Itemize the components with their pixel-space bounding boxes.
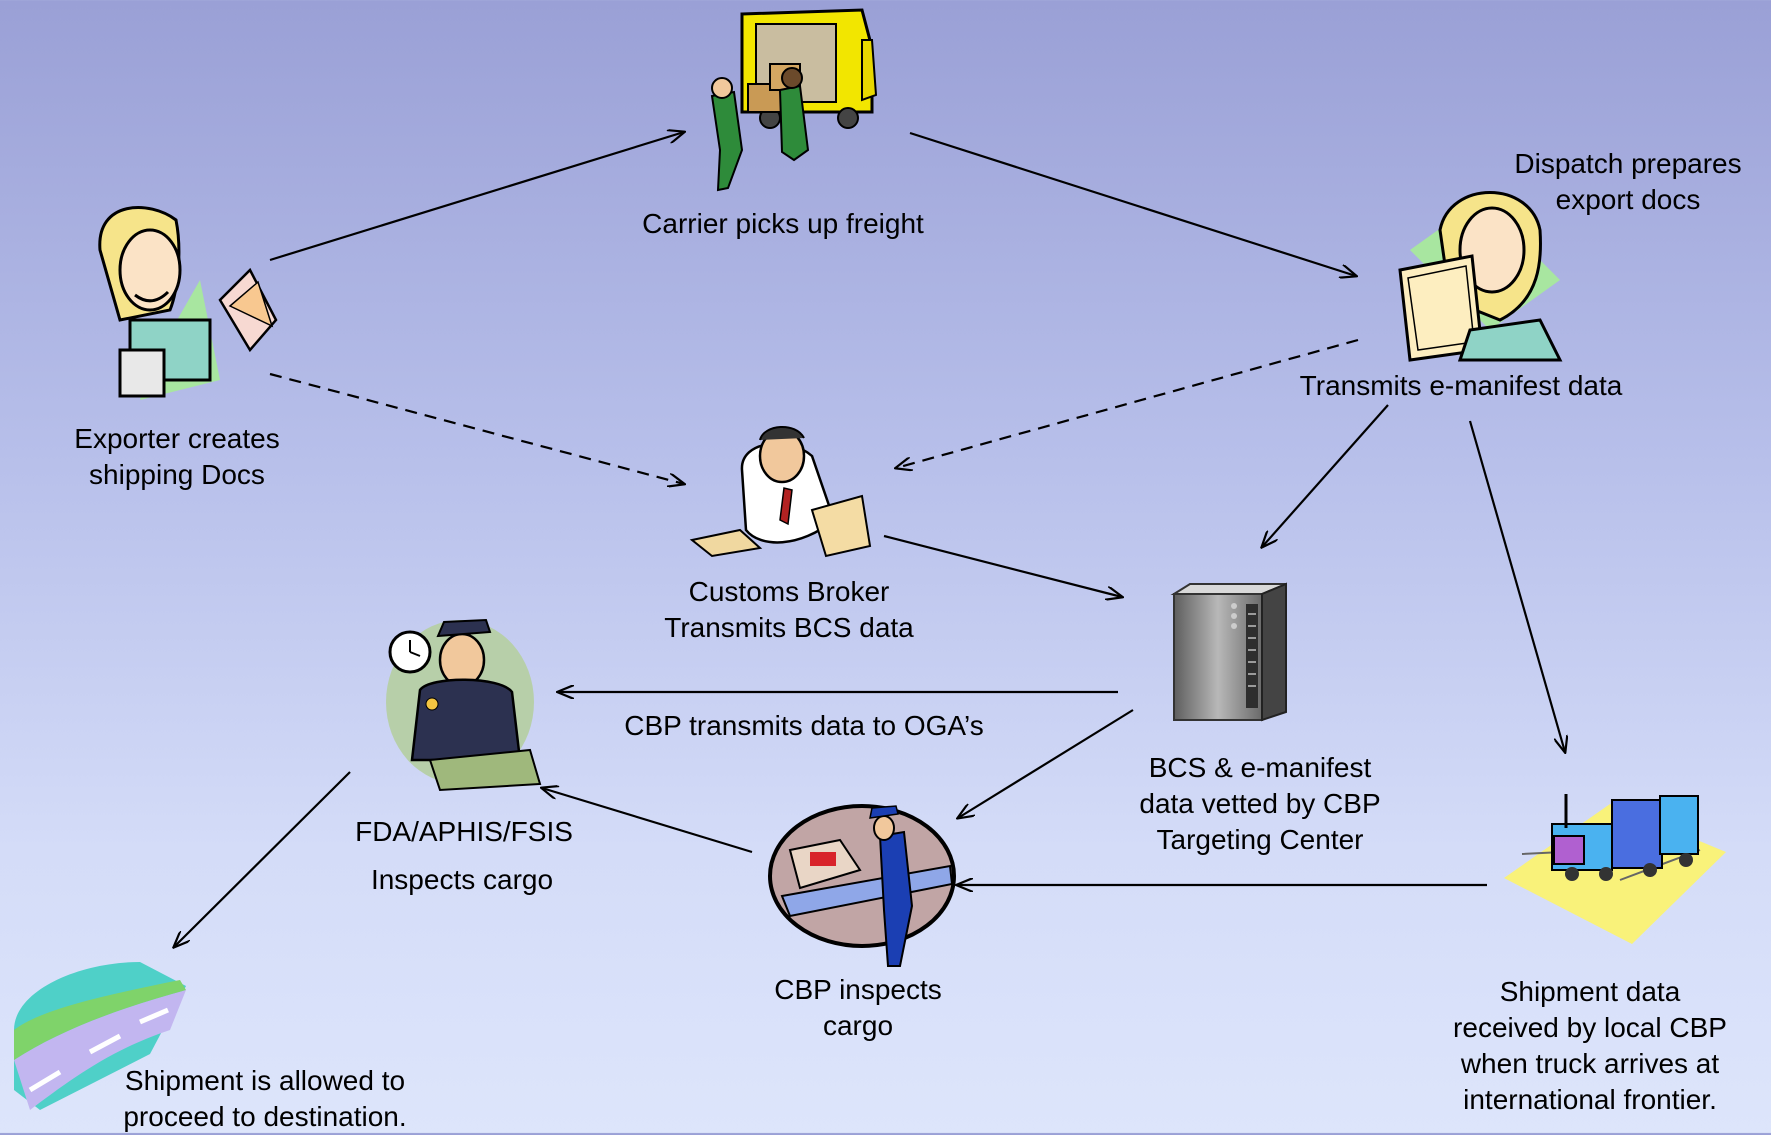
exporter-label-line: shipping Docs bbox=[89, 459, 265, 490]
carrier-label-line: Carrier picks up freight bbox=[642, 208, 924, 239]
cbp-to-oga-edge-label-line: CBP transmits data to OGA’s bbox=[624, 710, 984, 741]
broker-label: Customs Broker Transmits BCS data bbox=[664, 574, 913, 646]
cbp-inspector-clipart-icon bbox=[768, 804, 956, 967]
dispatch-label: Dispatch prepares export docs bbox=[1514, 146, 1741, 218]
arrow-dispatch-to-frontier bbox=[1468, 420, 1565, 752]
arrow-server-to-cbp-inspect bbox=[958, 709, 1134, 818]
oga-sub-label-line: Inspects cargo bbox=[370, 864, 554, 895]
destination-label-line: proceed to destination. bbox=[123, 1101, 407, 1132]
officer-clipart-icon bbox=[386, 618, 542, 792]
oga-label: FDA/APHIS/FSIS bbox=[355, 814, 573, 850]
frontier-label-line: received by local CBP bbox=[1453, 1012, 1727, 1043]
arrow-broker-to-server bbox=[883, 534, 1122, 597]
frontier-label-line: Shipment data bbox=[1499, 976, 1681, 1007]
arrow-exporter-to-broker-dashed bbox=[269, 372, 684, 484]
oga-label-line: FDA/APHIS/FSIS bbox=[355, 816, 573, 847]
cbp-inspect-label-line: CBP inspects bbox=[774, 974, 942, 1005]
arrow-dispatch-to-server bbox=[1262, 404, 1389, 547]
carrier-label: Carrier picks up freight bbox=[642, 206, 924, 242]
arrows bbox=[174, 132, 1565, 947]
road-landscape-clipart-icon bbox=[14, 962, 186, 1110]
dispatch-sub-label-line: Transmits e-manifest data bbox=[1299, 370, 1623, 401]
cbp-inspect-label-line: cargo bbox=[822, 1010, 894, 1041]
customs-broker-clipart-icon bbox=[689, 425, 872, 558]
cbp-inspect-label: CBP inspects cargo bbox=[774, 972, 942, 1044]
server-label-line: BCS & e-manifest bbox=[1148, 752, 1372, 783]
broker-label-line: Customs Broker bbox=[688, 576, 890, 607]
truck-at-border-clipart-icon bbox=[1504, 794, 1726, 944]
exporter-clipart-icon bbox=[98, 206, 278, 400]
arrow-oga-to-destination bbox=[174, 771, 351, 947]
dispatch-label-line: Dispatch prepares bbox=[1514, 148, 1742, 179]
arrow-carrier-to-dispatch bbox=[909, 131, 1356, 276]
oga-sub-label: Inspects cargo bbox=[371, 862, 553, 898]
frontier-label-line: when truck arrives at bbox=[1460, 1048, 1720, 1079]
arrow-cbp-inspect-to-oga bbox=[542, 788, 753, 854]
exporter-label: Exporter creates shipping Docs bbox=[74, 421, 279, 493]
exporter-label-line: Exporter creates bbox=[74, 423, 280, 454]
cbp-to-oga-edge-label: CBP transmits data to OGA’s bbox=[624, 708, 983, 744]
dispatch-label-line: export docs bbox=[1555, 184, 1701, 215]
server-label-line: Targeting Center bbox=[1156, 824, 1364, 855]
destination-label: Shipment is allowed to proceed to destin… bbox=[123, 1063, 406, 1135]
server-tower-icon bbox=[1170, 582, 1287, 722]
arrow-dispatch-to-broker-dashed bbox=[896, 338, 1359, 468]
broker-label-line: Transmits BCS data bbox=[664, 612, 914, 643]
frontier-label: Shipment data received by local CBP when… bbox=[1453, 974, 1727, 1118]
frontier-label-line: international frontier. bbox=[1463, 1084, 1717, 1115]
dispatcher-clipart-icon bbox=[1398, 191, 1563, 362]
server-label-line: data vetted by CBP bbox=[1139, 788, 1381, 819]
dispatch-sub-label: Transmits e-manifest data bbox=[1300, 368, 1623, 404]
delivery-truck-clipart-icon bbox=[710, 8, 878, 192]
server-label: BCS & e-manifest data vetted by CBP Targ… bbox=[1139, 750, 1380, 858]
destination-label-line: Shipment is allowed to bbox=[124, 1065, 406, 1096]
arrow-exporter-to-carrier bbox=[269, 132, 684, 262]
